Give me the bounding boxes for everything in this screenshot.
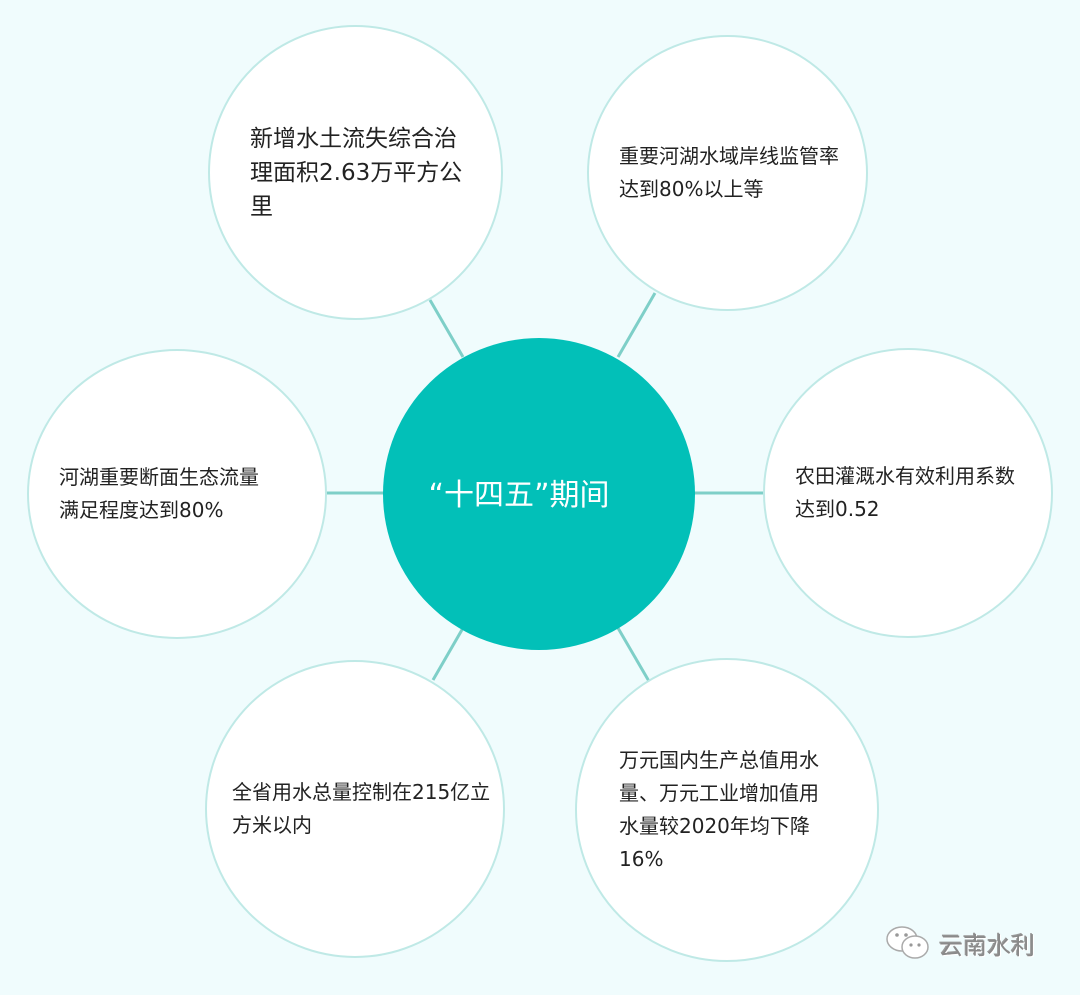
node-text: 河湖重要断面生态流量满足程度达到80% [59, 465, 259, 522]
node-irrigation-coefficient: 农田灌溉水有效利用系数达到0.52 [763, 348, 1053, 638]
node-ecological-flow: 河湖重要断面生态流量满足程度达到80% [27, 349, 327, 639]
node-text: 重要河湖水域岸线监管率达到80%以上等 [619, 144, 839, 201]
watermark-text: 云南水利 [939, 931, 1035, 960]
node-shoreline-supervision: 重要河湖水域岸线监管率达到80%以上等 [587, 35, 868, 311]
center-node: “十四五”期间 [383, 338, 695, 650]
node-text: 万元国内生产总值用水量、万元工业增加值用水量较2020年均下降16% [619, 748, 819, 871]
connector-bottom-left [431, 627, 465, 681]
connector-top-right [616, 292, 657, 358]
node-text: 全省用水总量控制在215亿立方米以内 [232, 780, 491, 837]
node-soil-erosion: 新增水土流失综合治理面积2.63万平方公里 [208, 25, 503, 320]
node-total-water-use: 全省用水总量控制在215亿立方米以内 [205, 660, 505, 958]
wechat-icon [886, 926, 929, 959]
connector-bottom-right [616, 627, 652, 684]
connector-top-left [428, 299, 465, 358]
watermark: 云南水利 [885, 925, 1035, 961]
center-label: “十四五”期间 [428, 478, 610, 513]
node-text: 新增水土流失综合治理面积2.63万平方公里 [250, 125, 463, 220]
node-text: 农田灌溉水有效利用系数达到0.52 [795, 464, 1015, 521]
node-water-intensity: 万元国内生产总值用水量、万元工业增加值用水量较2020年均下降16% [575, 658, 879, 962]
